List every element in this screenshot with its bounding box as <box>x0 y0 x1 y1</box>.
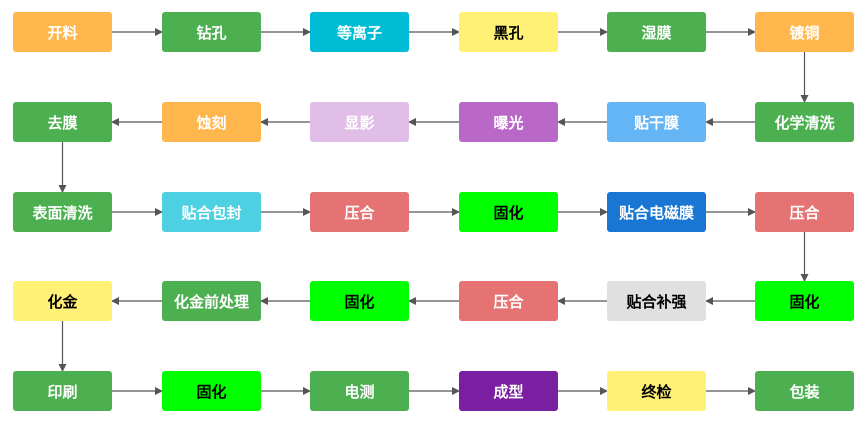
process-node-guhua2: 固化 <box>310 281 409 321</box>
process-node-yahe2: 压合 <box>755 192 854 232</box>
process-node-baozhuang: 包装 <box>755 371 854 411</box>
process-node-biaomian: 表面清洗 <box>13 192 112 232</box>
process-node-guhua3: 固化 <box>755 281 854 321</box>
process-node-zhongjian: 终检 <box>607 371 706 411</box>
process-node-buqiang: 贴合补强 <box>607 281 706 321</box>
process-node-zuankong: 钻孔 <box>162 12 261 52</box>
process-node-dice: 电测 <box>310 371 409 411</box>
process-node-quxmo: 去膜 <box>13 102 112 142</box>
process-node-baoguang: 曝光 <box>459 102 558 142</box>
process-node-yinshua: 印刷 <box>13 371 112 411</box>
process-node-huajinqian: 化金前处理 <box>162 281 261 321</box>
process-node-huajin: 化金 <box>13 281 112 321</box>
process-node-guhua4: 固化 <box>162 371 261 411</box>
process-node-guhua1: 固化 <box>459 192 558 232</box>
process-node-xianying: 显影 <box>310 102 409 142</box>
process-node-huaxueqingxi: 化学清洗 <box>755 102 854 142</box>
process-node-dianci: 贴合电磁膜 <box>607 192 706 232</box>
process-node-kailiao: 开料 <box>13 12 112 52</box>
process-node-yahe3: 压合 <box>459 281 558 321</box>
process-node-dutong: 镀铜 <box>755 12 854 52</box>
process-node-dengliziti: 等离子 <box>310 12 409 52</box>
process-node-shimo: 湿膜 <box>607 12 706 52</box>
process-node-heikong: 黑孔 <box>459 12 558 52</box>
process-node-chengxing: 成型 <box>459 371 558 411</box>
process-node-tiehebaofeng: 贴合包封 <box>162 192 261 232</box>
process-node-shike: 蚀刻 <box>162 102 261 142</box>
process-node-tiegan: 贴干膜 <box>607 102 706 142</box>
process-node-yahe1: 压合 <box>310 192 409 232</box>
